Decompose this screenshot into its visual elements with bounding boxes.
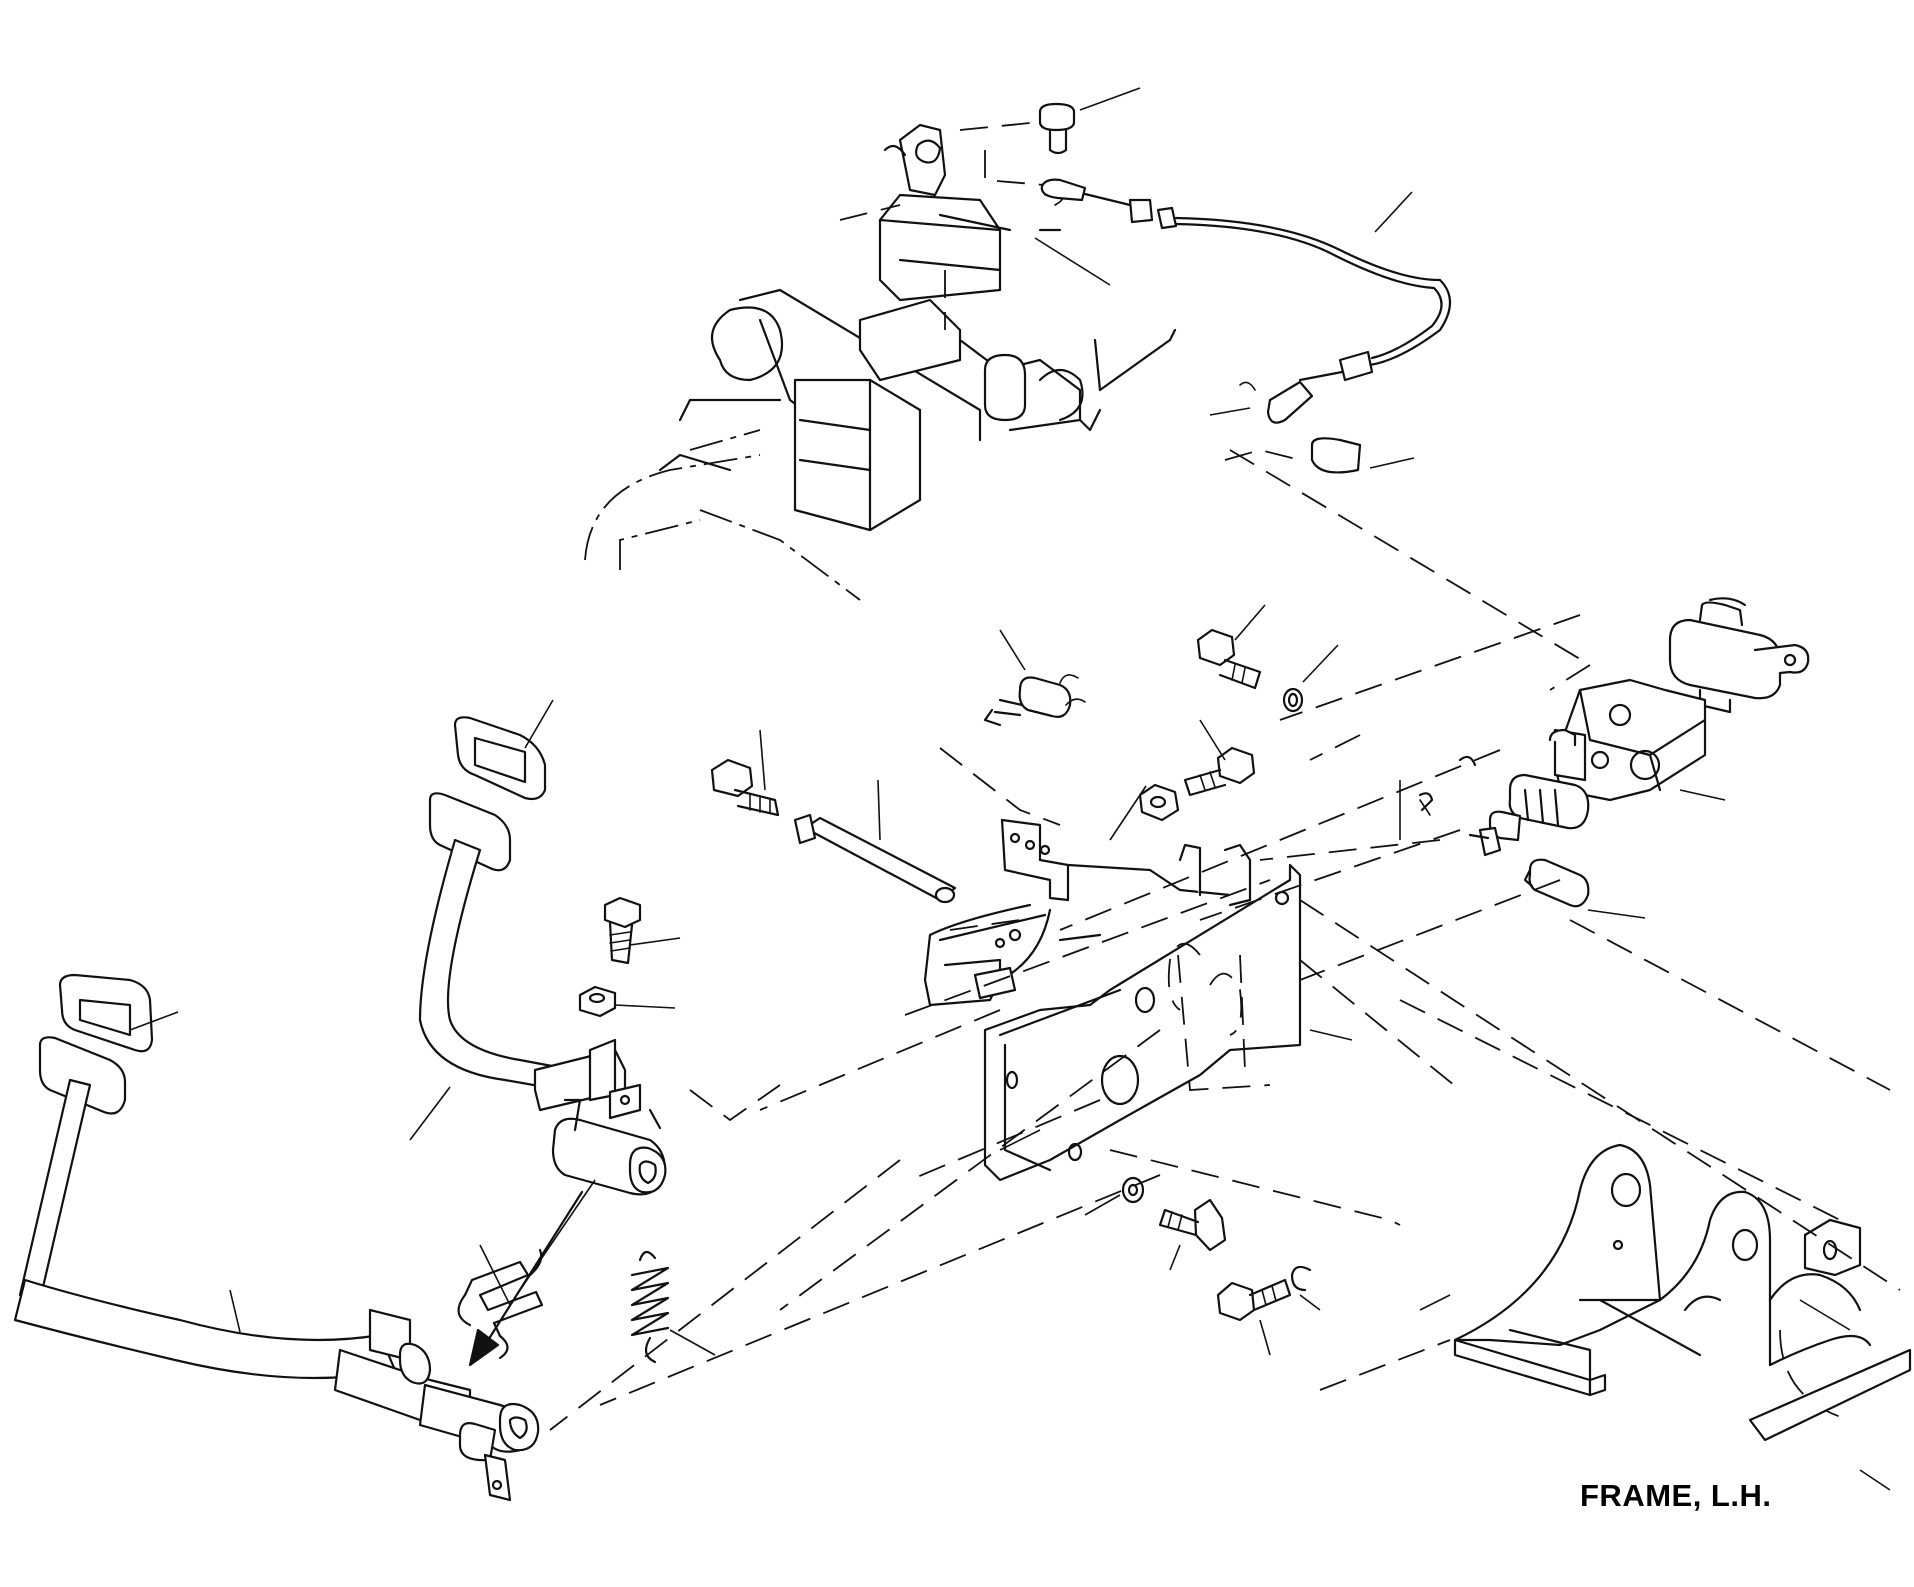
- return-spring-right: [630, 1250, 670, 1364]
- pedal-bracket: [923, 818, 1302, 1182]
- lower-washer-a: [1121, 1176, 1145, 1204]
- master-cylinder: [1418, 597, 1810, 857]
- clevis-pin-right: [1523, 858, 1590, 908]
- pivot-shaft: [793, 813, 957, 904]
- arrow-head: [468, 1328, 500, 1367]
- clutch-pedal: [418, 716, 667, 1196]
- frame-lh: [1453, 1143, 1912, 1442]
- switch-sensor: [983, 674, 1086, 727]
- bracket-washer-a: [1282, 687, 1304, 713]
- callout-leaders: [129, 87, 1891, 1491]
- brake-pedal: [13, 973, 540, 1502]
- shaft-bolt: [710, 758, 780, 817]
- return-spring-left: [457, 1248, 544, 1360]
- lower-washer-b: [1290, 1265, 1312, 1292]
- spring-arrow: [483, 1190, 584, 1347]
- bracket-bolt-b: [1183, 746, 1256, 797]
- transmission-housing: [584, 102, 1452, 601]
- bracket-nut: [1138, 783, 1180, 822]
- lower-bolt-a: [1158, 1198, 1227, 1252]
- bracket-bolt-a: [1196, 628, 1262, 690]
- frame-caption: FRAME, L.H.: [1580, 1478, 1772, 1513]
- lower-bolt-b: [1216, 1278, 1292, 1322]
- clutch-stop-nut: [578, 985, 617, 1018]
- clutch-stop-bolt: [603, 896, 642, 965]
- alignment-lines: [549, 449, 1901, 1431]
